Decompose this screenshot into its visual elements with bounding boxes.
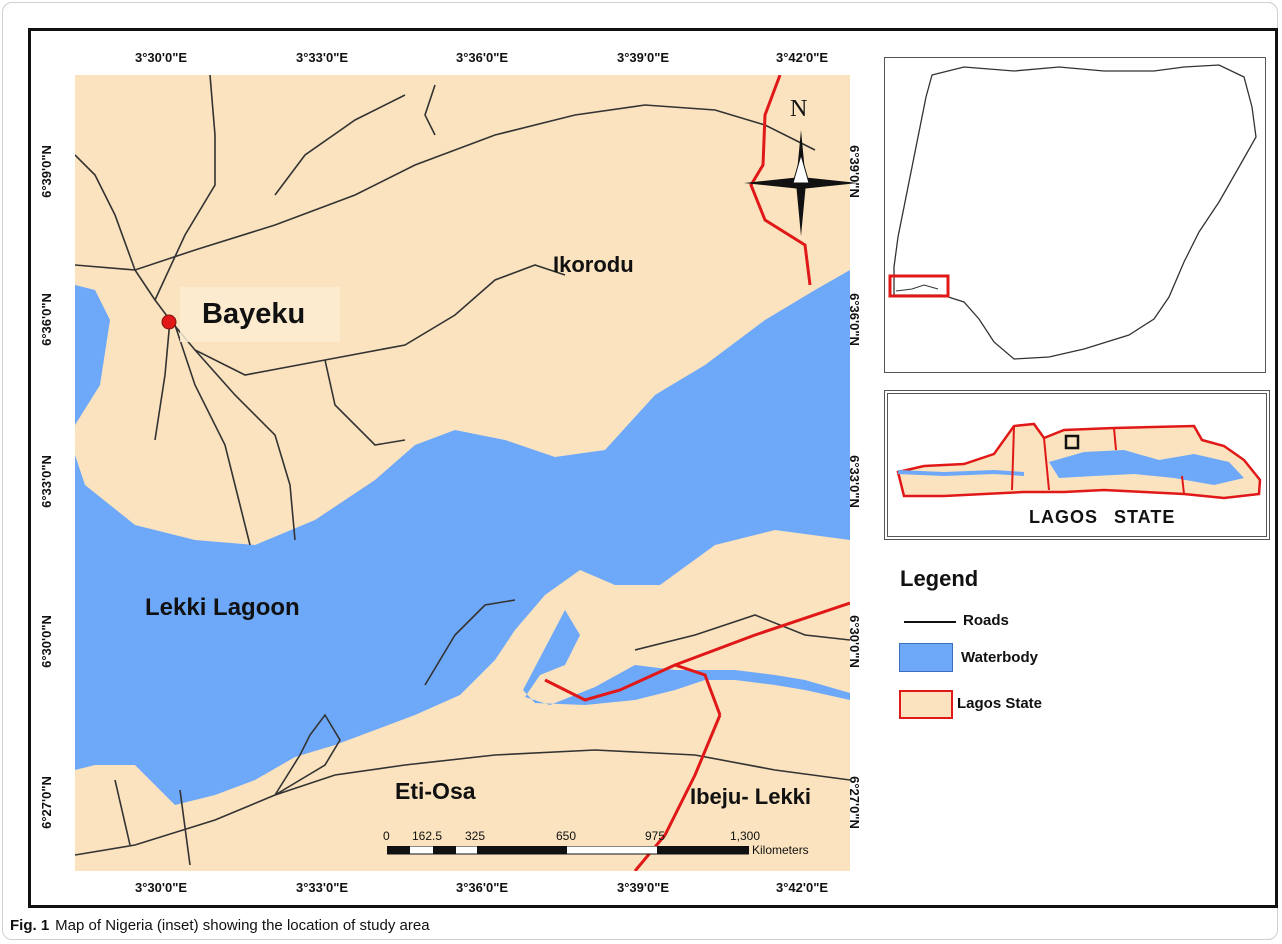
- place-lekki-lagoon: Lekki Lagoon: [145, 594, 300, 621]
- caption-text: Map of Nigeria (inset) showing the locat…: [55, 917, 430, 934]
- lon-top-5: 3°42'0"E: [776, 50, 829, 65]
- lat-right-4: 6°30'0"N: [846, 615, 862, 668]
- lon-bottom-2: 3°33'0"E: [296, 880, 349, 895]
- legend-waterbody-swatch: [899, 643, 953, 672]
- main-map: [75, 75, 850, 871]
- lagos-water: [1049, 450, 1244, 485]
- scale-tick-3: 650: [556, 829, 577, 843]
- lat-right-2: 6°36'0"N: [846, 293, 862, 346]
- water-creek: [675, 670, 850, 700]
- place-ibeju-lekki: Ibeju- Lekki: [690, 784, 812, 809]
- scale-tick-5: 1,300: [730, 829, 761, 843]
- lon-bottom-1: 3°30'0"E: [135, 880, 188, 895]
- water-inlet: [523, 610, 705, 705]
- nigeria-inset: [884, 57, 1266, 373]
- place-bayeku: Bayeku: [202, 298, 306, 330]
- lat-left-4: 6°30'0"N: [38, 615, 54, 668]
- scale-unit: Kilometers: [752, 843, 809, 857]
- lon-bottom-5: 3°42'0"E: [776, 880, 829, 895]
- legend-lagos-swatch: [899, 690, 953, 719]
- caption-label: Fig. 1: [10, 917, 50, 934]
- study-area-box: [1064, 434, 1080, 450]
- place-ikorodu: Ikorodu: [553, 252, 634, 277]
- bayeku-marker: [161, 314, 177, 330]
- lon-bottom-4: 3°39'0"E: [617, 880, 670, 895]
- scale-tick-2: 325: [465, 829, 486, 843]
- lat-left-1: 6°39'0"N: [38, 145, 54, 198]
- lon-top-2: 3°33'0"E: [296, 50, 349, 65]
- water-west: [75, 285, 110, 425]
- scale-tick-4: 975: [645, 829, 666, 843]
- figure-caption: Fig. 1 Map of Nigeria (inset) showing the…: [10, 917, 430, 934]
- north-label: N: [790, 96, 808, 122]
- legend-lagos-label: Lagos State: [957, 695, 1043, 712]
- lon-top-1: 3°30'0"E: [135, 50, 188, 65]
- scale-tick-1: 162.5: [412, 829, 443, 843]
- legend-roads-label: Roads: [963, 612, 1009, 629]
- legend-waterbody-label: Waterbody: [961, 649, 1038, 666]
- lat-right-5: 6°27'0"N: [846, 776, 862, 829]
- lat-right-1: 6°39'0"N: [846, 145, 862, 198]
- lat-left-2: 6°36'0"N: [38, 293, 54, 346]
- lekki-lagoon-water: [75, 270, 850, 805]
- scale-bar: [387, 846, 749, 855]
- nigeria-outline: [893, 64, 1257, 360]
- lat-right-3: 6°33'0"N: [846, 455, 862, 508]
- north-arrow: [744, 130, 858, 236]
- lon-bottom-3: 3°36'0"E: [456, 880, 509, 895]
- legend-roads-symbol: [904, 621, 956, 623]
- bayeku-label-bg: [180, 287, 340, 342]
- place-eti-osa: Eti-Osa: [395, 778, 476, 804]
- lon-top-4: 3°39'0"E: [617, 50, 670, 65]
- legend-title: Legend: [900, 566, 979, 591]
- lat-left-3: 6°33'0"N: [38, 455, 54, 508]
- lagos-state-inset: [884, 390, 1270, 540]
- scale-tick-0: 0: [383, 829, 390, 843]
- lat-left-5: 6°27'0"N: [38, 776, 54, 829]
- lagos-state-label: LAGOS STATE: [1029, 507, 1176, 527]
- lon-top-3: 3°36'0"E: [456, 50, 509, 65]
